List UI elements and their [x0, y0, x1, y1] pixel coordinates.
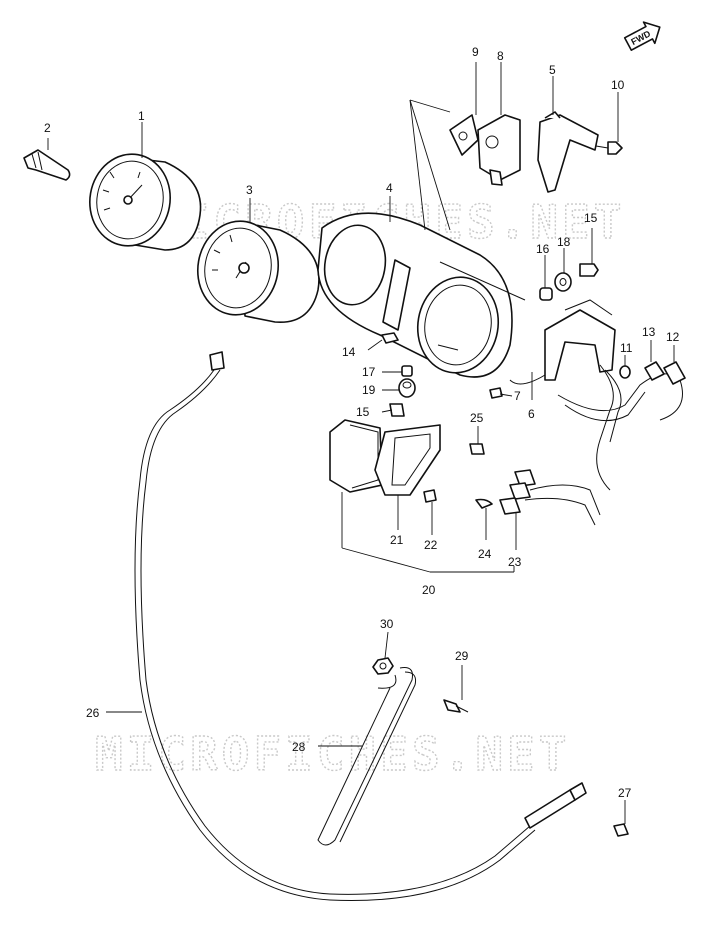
callout-13: 13 [642, 325, 656, 339]
callout-22: 22 [424, 538, 438, 552]
part-12-socket [659, 361, 686, 421]
part-2-bulb-socket [23, 149, 71, 181]
part-25-screw [469, 443, 485, 455]
callout-11: 11 [620, 341, 633, 355]
part-28-clamp [317, 667, 416, 846]
part-21-plate [374, 424, 441, 496]
part-24-clip [475, 498, 493, 509]
callout-4: 4 [386, 181, 393, 195]
part-22-screw [423, 489, 437, 503]
callout-17: 17 [362, 365, 376, 379]
part-11-bulb [619, 365, 631, 379]
callout-8: 8 [497, 49, 504, 63]
part-3-gauge [196, 220, 320, 323]
callout-12: 12 [666, 330, 680, 344]
callout-15-left: 15 [356, 405, 370, 419]
part-30-nut [372, 657, 394, 675]
callout-7: 7 [514, 389, 521, 403]
part-5-bracket [537, 111, 599, 193]
part-17-cushion [401, 365, 413, 377]
callout-23: 23 [508, 555, 522, 569]
callout-29: 29 [455, 649, 469, 663]
callout-6: 6 [528, 407, 535, 421]
leader-lines [47, 62, 675, 824]
part-7-clip [489, 387, 503, 399]
part-20-indicator-box [329, 419, 383, 493]
part-16-grommet [539, 287, 553, 301]
callout-26: 26 [86, 706, 100, 720]
part-9-plate [449, 114, 479, 156]
part-6-arm-and-wiring [509, 299, 671, 491]
part-18-washer [554, 272, 572, 292]
callout-20: 20 [422, 583, 436, 597]
callout-5: 5 [549, 63, 556, 77]
part-8-bracket [477, 114, 521, 186]
part-13-bulb [644, 361, 665, 381]
callout-30: 30 [380, 617, 394, 631]
callout-28: 28 [292, 740, 306, 754]
callout-24: 24 [478, 547, 492, 561]
part-15-bolt-right [579, 263, 599, 277]
part-26-speedometer-cable [134, 351, 587, 901]
part-14-screw [381, 332, 399, 344]
callout-16: 16 [536, 242, 550, 256]
callout-19: 19 [362, 383, 376, 397]
fwd-arrow-icon: FWD [623, 21, 661, 51]
part-27-screw [613, 823, 629, 837]
callout-25: 25 [470, 411, 484, 425]
callout-18: 18 [557, 235, 571, 249]
callout-21: 21 [390, 533, 404, 547]
callout-9: 9 [472, 45, 479, 59]
callout-15-right: 15 [584, 211, 598, 225]
callout-10: 10 [611, 78, 625, 92]
callout-3: 3 [246, 183, 253, 197]
part-4-meter-case [317, 212, 526, 378]
part-1-gauge [89, 153, 202, 251]
part-10-bolt [595, 141, 623, 155]
part-23-sockets [499, 469, 601, 526]
callout-14: 14 [342, 345, 356, 359]
callout-2: 2 [44, 121, 51, 135]
callout-27: 27 [618, 786, 632, 800]
part-19-grommet [398, 378, 416, 398]
callout-1: 1 [138, 109, 145, 123]
part-29-bolt [443, 699, 469, 713]
part-15-screw-left [389, 403, 405, 417]
